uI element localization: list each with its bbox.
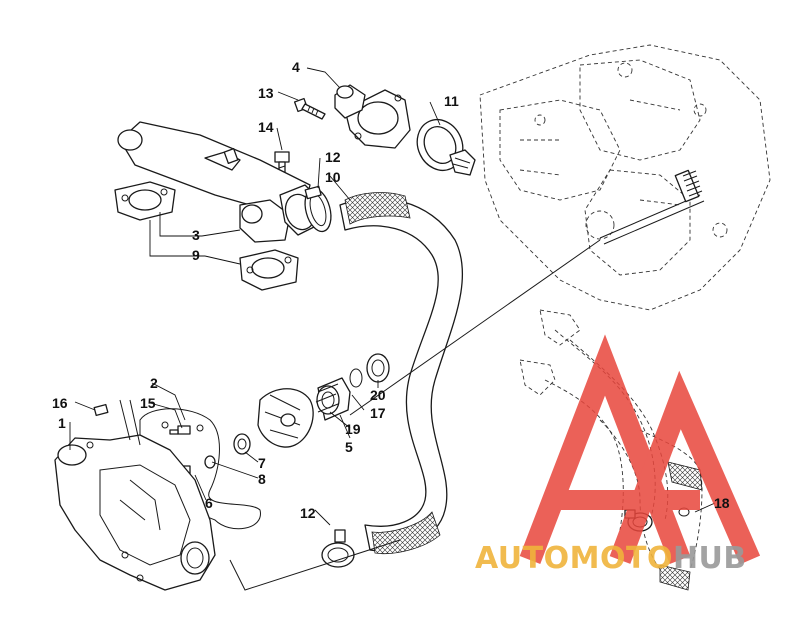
callout-15: 15 — [140, 395, 156, 411]
leader-lines — [69, 67, 716, 591]
callout-14: 14 — [258, 119, 274, 135]
callout-4: 4 — [292, 59, 300, 75]
callout-8: 8 — [258, 471, 266, 487]
coolant-hose — [339, 192, 463, 555]
callout-12-top: 12 — [325, 149, 341, 165]
callout-7: 7 — [258, 455, 266, 471]
hose-clamp-top — [304, 185, 332, 233]
callout-12-bottom: 12 — [300, 505, 316, 521]
watermark-logo — [519, 334, 761, 565]
callout-2: 2 — [150, 375, 158, 391]
watermark-text: AUTOMOTOHUB — [475, 541, 747, 576]
bolt-13 — [293, 97, 326, 120]
pump-seal-parts — [315, 353, 390, 421]
callout-labels: 4 13 11 14 12 10 3 9 2 15 16 1 20 17 19 … — [52, 59, 730, 521]
callout-20: 20 — [370, 387, 386, 403]
callout-18: 18 — [714, 495, 730, 511]
small-seal — [204, 433, 251, 469]
callout-17: 16 — [52, 395, 68, 411]
callout-5: 5 — [345, 439, 353, 455]
thermostat — [416, 119, 476, 176]
callout-13: 13 — [258, 85, 274, 101]
engine-block — [479, 44, 771, 311]
hose-clamp-bottom — [321, 529, 355, 568]
watermark-text-primary: AUTOMOTO — [475, 541, 673, 576]
water-pump-housing — [54, 434, 216, 591]
water-manifold — [114, 121, 321, 291]
callout-16: 17 — [370, 405, 386, 421]
impeller — [257, 388, 314, 448]
callout-9: 9 — [192, 247, 200, 263]
callout-6: 6 — [205, 495, 213, 511]
thermostat-housing — [334, 84, 411, 149]
callout-1: 1 — [58, 415, 66, 431]
callout-11: 11 — [444, 93, 459, 109]
callout-10: 10 — [325, 169, 341, 185]
callout-19: 19 — [345, 421, 361, 437]
callout-3: 3 — [192, 227, 200, 243]
watermark-text-secondary: HUB — [673, 541, 747, 576]
